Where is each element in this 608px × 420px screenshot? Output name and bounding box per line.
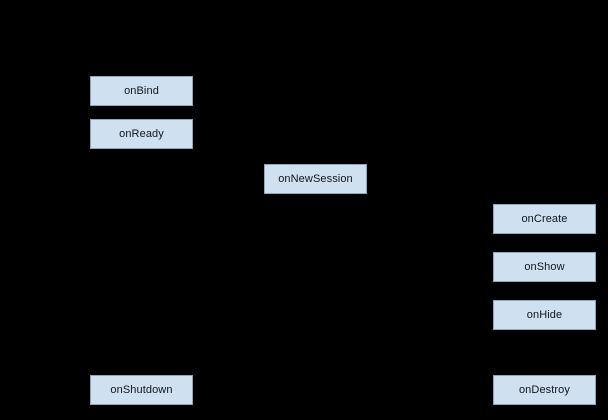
node-on-ready[interactable]: onReady (90, 119, 193, 149)
node-on-shutdown[interactable]: onShutdown (90, 375, 193, 405)
node-on-hide[interactable]: onHide (493, 300, 596, 330)
node-on-show[interactable]: onShow (493, 252, 596, 282)
node-on-new-session[interactable]: onNewSession (264, 164, 367, 194)
node-on-destroy[interactable]: onDestroy (493, 375, 596, 405)
node-on-bind[interactable]: onBind (90, 76, 193, 106)
node-on-create[interactable]: onCreate (493, 204, 596, 234)
